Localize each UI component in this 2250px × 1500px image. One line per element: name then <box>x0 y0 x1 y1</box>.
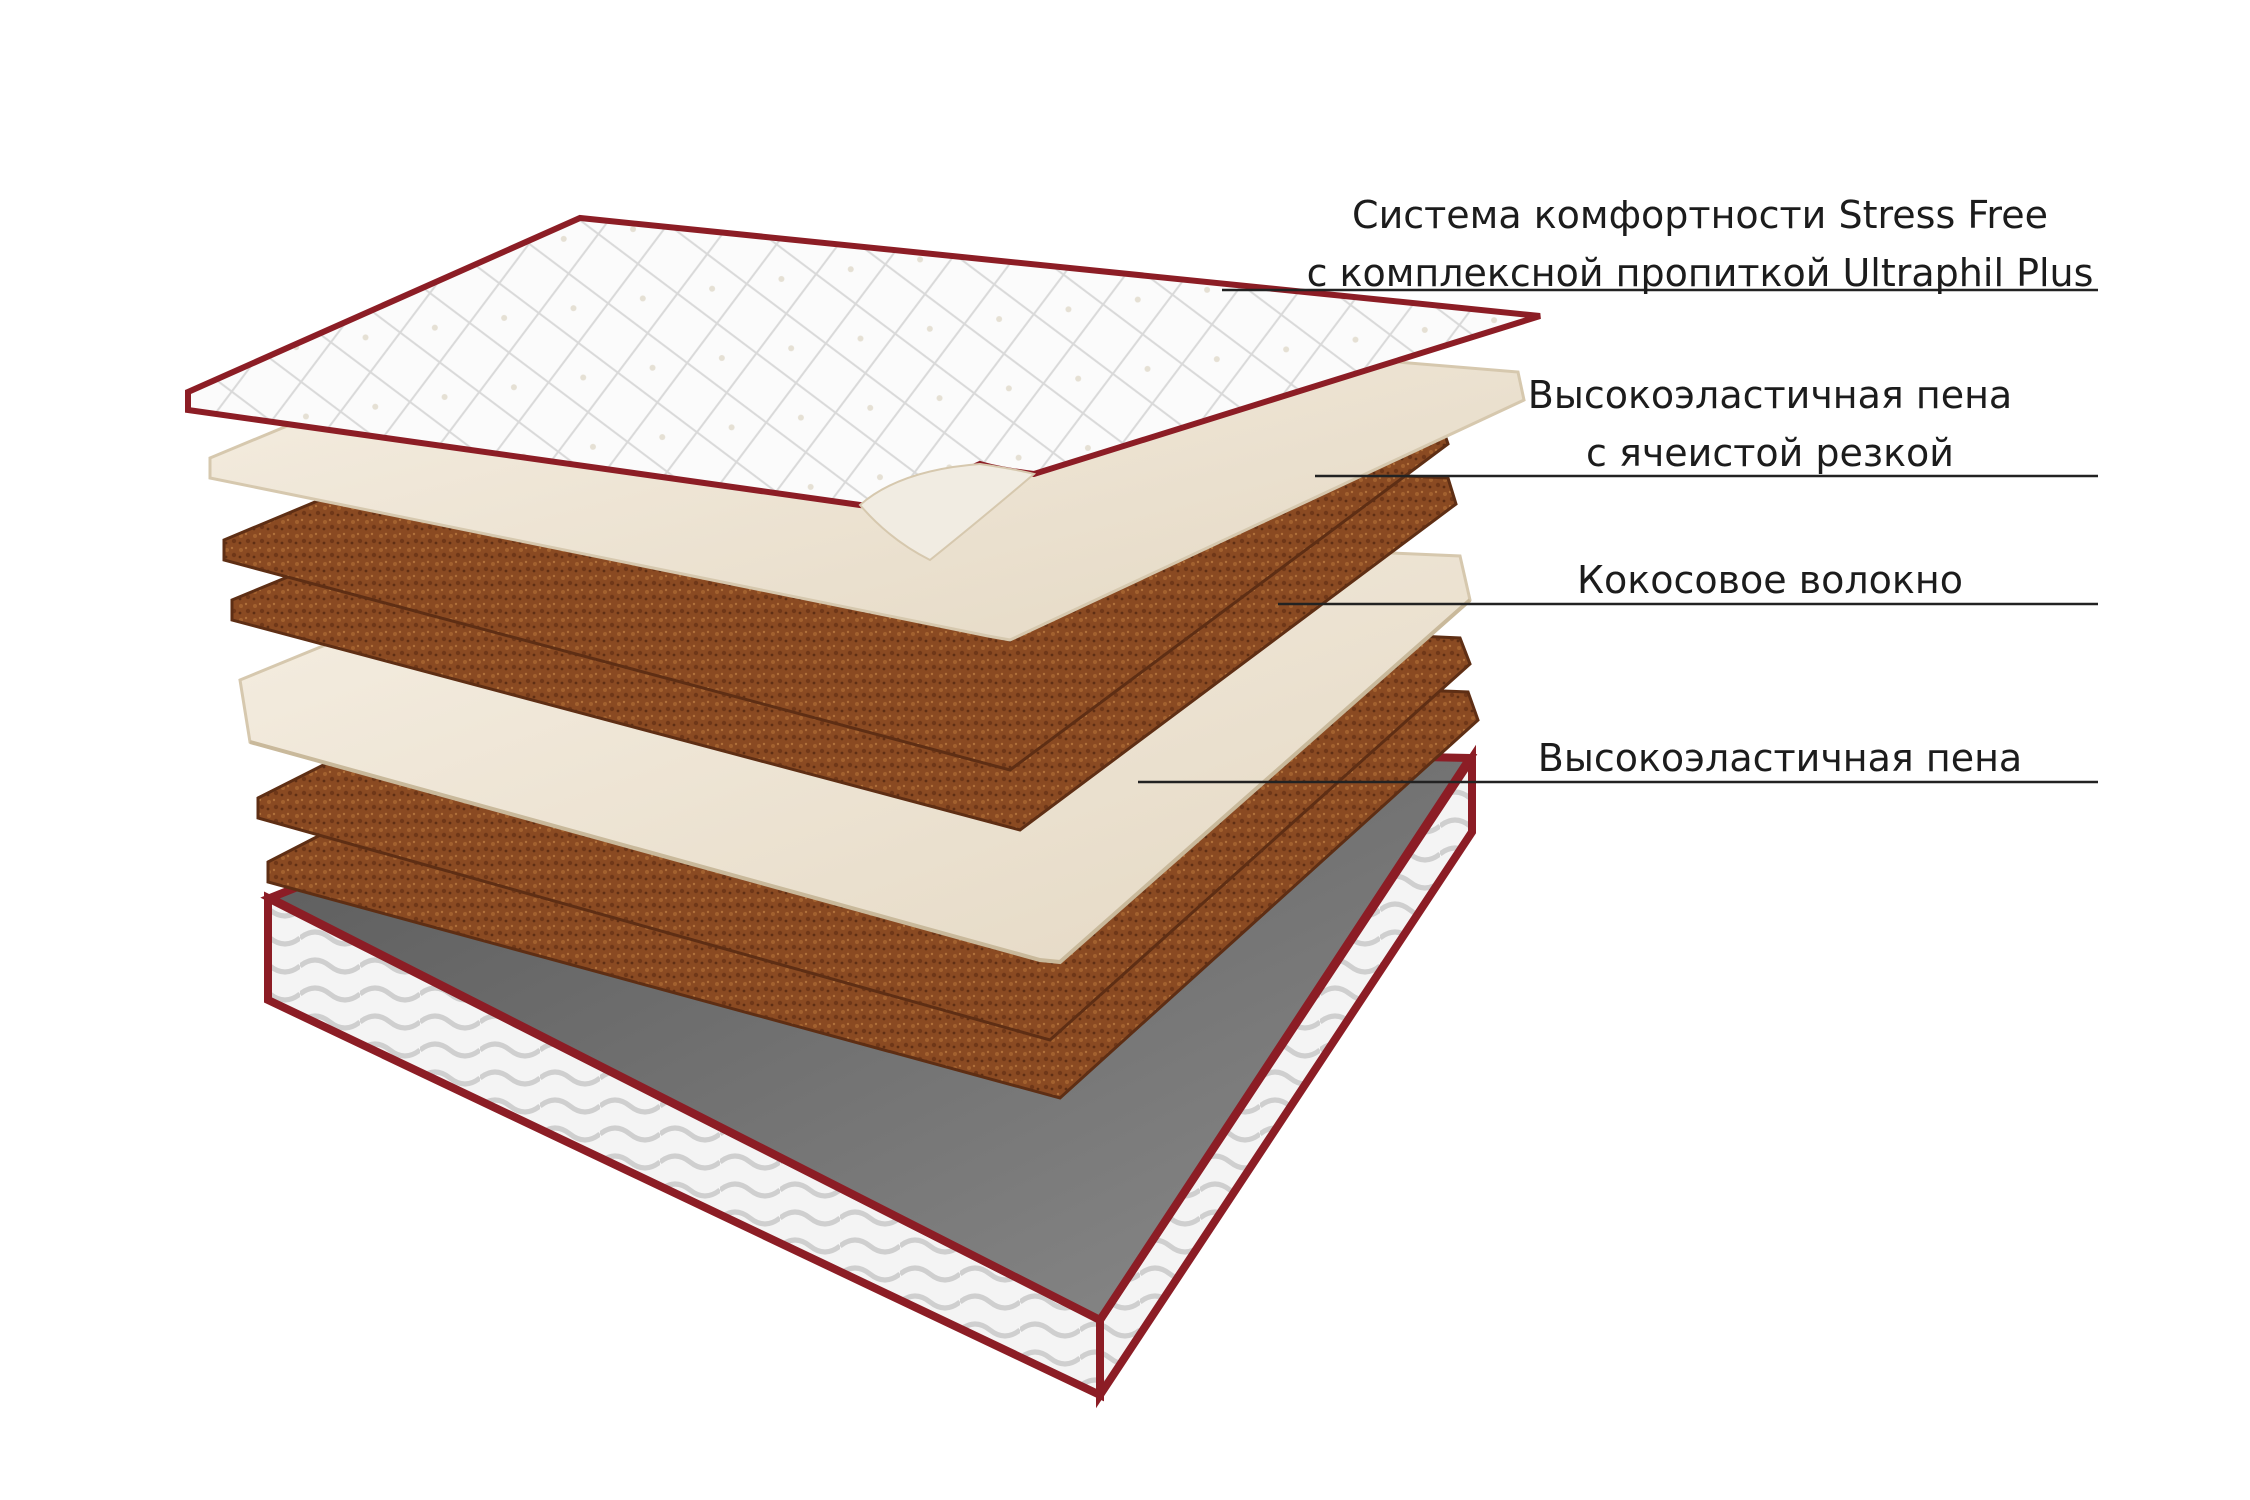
callout-foam-cell: Высокоэластичная пена с ячеистой резкой <box>1500 366 2040 482</box>
callout-coir-line-1: Кокосовое волокно <box>1577 558 1963 602</box>
leader-lines <box>1138 288 2098 784</box>
quilted-cover <box>185 214 1541 562</box>
callout-foam: Высокоэластичная пена <box>1520 729 2040 787</box>
callout-foam-cell-line-2: с ячеистой резкой <box>1585 431 1954 475</box>
callout-foam-cell-line-1: Высокоэластичная пена <box>1527 373 2013 417</box>
callout-cover-line-1: Система комфортности Stress Free <box>1352 193 2048 237</box>
callout-coir: Кокосовое волокно <box>1560 551 1980 609</box>
callout-foam-line-1: Высокоэластичная пена <box>1537 736 2023 780</box>
callout-cover-line-2: с комплексной пропиткой Ultraphil Plus <box>1306 251 2094 295</box>
callout-cover: Система комфортности Stress Free с компл… <box>1280 186 2120 302</box>
